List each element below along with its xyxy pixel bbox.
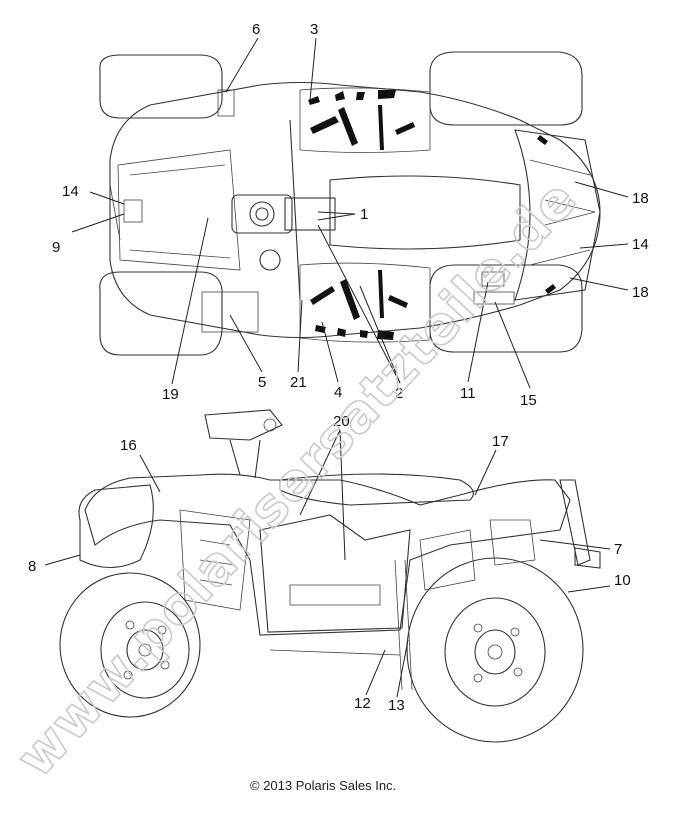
callout-6: 6: [252, 21, 260, 38]
callout-14-rear: 14: [632, 236, 649, 253]
lower-footwell-decals: [299, 262, 431, 343]
callout-2: 2: [395, 385, 403, 402]
copyright-text: © 2013 Polaris Sales Inc.: [250, 778, 396, 793]
callout-9: 9: [52, 239, 60, 256]
callout-12: 12: [354, 695, 371, 712]
callout-3: 3: [310, 21, 318, 38]
callout-15: 15: [520, 392, 537, 409]
callout-5: 5: [258, 374, 266, 391]
callout-10: 10: [614, 572, 631, 589]
callout-19: 19: [162, 386, 179, 403]
callout-1: 1: [360, 206, 368, 223]
callout-7: 7: [614, 541, 622, 558]
callout-20: 20: [333, 413, 350, 430]
top-view-leader-lines: [71, 37, 629, 389]
callout-18-lower: 18: [632, 284, 649, 301]
upper-footwell-decals: [299, 87, 431, 153]
top-view-atv: [99, 51, 601, 356]
callout-8: 8: [28, 558, 36, 575]
side-view-atv: [59, 409, 601, 743]
callout-13: 13: [388, 697, 405, 714]
callout-17: 17: [492, 433, 509, 450]
callout-21: 21: [290, 374, 307, 391]
callout-14-front: 14: [62, 183, 79, 200]
callout-11: 11: [460, 385, 476, 402]
callout-4: 4: [334, 384, 342, 401]
callout-16: 16: [120, 437, 137, 454]
callout-18-upper: 18: [632, 190, 649, 207]
side-view-leader-lines: [44, 429, 611, 698]
